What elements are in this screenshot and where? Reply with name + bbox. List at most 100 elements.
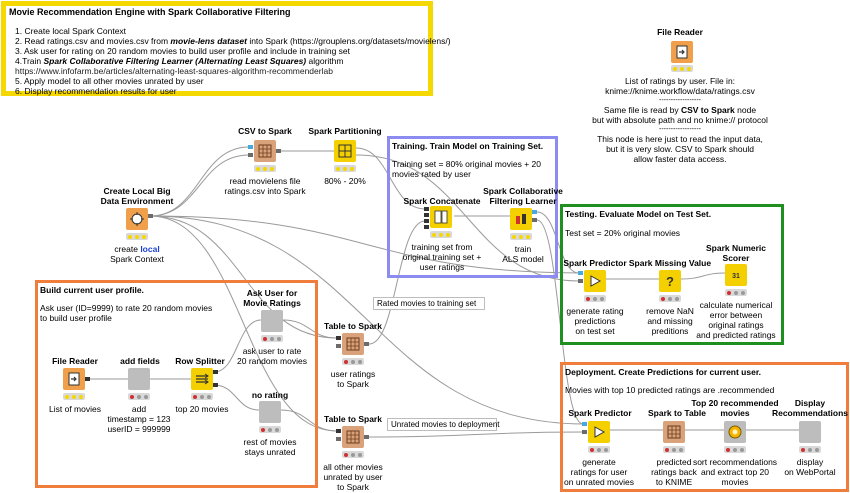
cf-learner-node[interactable]: [510, 208, 532, 230]
training-text-2: movies rated by user: [392, 169, 471, 179]
spark-partitioning-node[interactable]: [334, 140, 356, 162]
predictor-deploy-desc-2: ratings for user: [570, 467, 628, 477]
add-fields-status: [128, 393, 150, 400]
add-fields-node[interactable]: [128, 368, 150, 390]
csv-to-spark-outport[interactable]: [276, 149, 281, 153]
spark-table-icon: [258, 144, 272, 158]
numeric-scorer-title-1: Spark Numeric: [706, 243, 766, 253]
add-fields-desc-2: timestamp = 123: [107, 414, 171, 424]
info-line-1: List of ratings by user. File in:: [624, 76, 736, 86]
file-reader-outport[interactable]: [85, 377, 90, 381]
table-to-spark-2-outport[interactable]: [364, 435, 369, 439]
step-4-link[interactable]: https://www.infofarm.be/articles/alterna…: [15, 66, 333, 76]
table-to-spark-2-status: [342, 451, 364, 458]
rated-movies-label: Rated movies to training set: [373, 297, 485, 310]
spark-partitioning-desc: 80% - 20%: [324, 176, 366, 186]
deployment-annotation: Deployment. Create Predictions for curre…: [560, 362, 849, 492]
cf-learner-desc-1: train: [514, 244, 532, 254]
spark-to-table-node[interactable]: [663, 421, 685, 443]
spark-partitioning-status: [334, 165, 356, 172]
spark-to-table-status: [663, 446, 685, 453]
table-to-spark-1-desc-2: to Spark: [337, 379, 369, 389]
step-5: 5. Apply model to all other movies unrat…: [15, 76, 204, 86]
step-3: 3. Ask user for rating on 20 random movi…: [15, 46, 350, 56]
predictor-deploy-inport-2[interactable]: [582, 430, 587, 434]
spark-table-icon: [346, 337, 360, 351]
predictor-test-inport-2[interactable]: [578, 279, 583, 283]
cf-learner-title-2: Filtering Learner: [489, 196, 557, 206]
cf-learner-outport-2[interactable]: [532, 218, 537, 222]
table-to-spark-1-status: [342, 358, 364, 365]
create-context-title-2: Data Environment: [100, 196, 174, 206]
cf-learner-desc-2: ALS model: [502, 254, 544, 264]
ask-user-node[interactable]: [261, 310, 283, 332]
top20-node[interactable]: [724, 421, 746, 443]
table-to-spark-2-title: Table to Spark: [324, 414, 382, 424]
csv-to-spark-inport[interactable]: [248, 145, 253, 149]
row-splitter-desc: top 20 movies: [175, 404, 229, 414]
spark-concatenate-node[interactable]: [430, 206, 452, 228]
connection-wire: [355, 147, 426, 210]
missing-value-node[interactable]: ?: [659, 270, 681, 292]
row-splitter-title: Row Splitter: [175, 356, 225, 366]
missing-value-title: Spark Missing Value: [628, 258, 712, 268]
table-to-spark-1-node[interactable]: [342, 333, 364, 355]
display-status: [799, 446, 821, 453]
create-context-status: [126, 233, 148, 240]
info-line-4: but with absolute path and no knime:// p…: [592, 115, 768, 125]
csv-to-spark-title: CSV to Spark: [238, 126, 292, 136]
header-annotation: Movie Recommendation Engine with Spark C…: [1, 1, 451, 96]
partition-icon: [338, 144, 352, 158]
connection-wire: [149, 146, 250, 217]
table-to-spark-1-title: Table to Spark: [324, 321, 382, 331]
create-context-outport[interactable]: [148, 214, 153, 218]
row-splitter-outport-2[interactable]: [213, 383, 218, 387]
file-reader-node[interactable]: [63, 368, 85, 390]
top20-desc-3: movies: [721, 477, 749, 487]
display-desc-2: on WebPortal: [784, 467, 836, 477]
add-fields-desc-3: userID = 999999: [107, 424, 171, 434]
ask-user-desc-1: ask user to rate: [242, 346, 302, 356]
table-to-spark-2-node[interactable]: [342, 426, 364, 448]
concat-inport-2[interactable]: [424, 213, 429, 217]
cf-learner-outport-1[interactable]: [532, 210, 537, 214]
create-context-node[interactable]: [126, 208, 148, 230]
info-line-3: Same file is read by CSV to Spark node: [603, 105, 757, 115]
connection-wire: [149, 215, 584, 274]
concat-inport-1[interactable]: [424, 207, 429, 211]
table-to-spark-2-inport-2[interactable]: [336, 437, 341, 441]
concat-inport-3[interactable]: [424, 219, 429, 223]
file-reader-icon: [68, 372, 80, 386]
table-to-spark-1-inport-1[interactable]: [336, 336, 341, 340]
csv-to-spark-status: [254, 165, 276, 172]
display-node[interactable]: [799, 421, 821, 443]
no-rating-status: [259, 426, 281, 433]
missing-value-desc-1: remove NaN: [646, 306, 694, 316]
connection-wire: [149, 215, 586, 425]
build-title: Build current user profile.: [40, 285, 144, 295]
numeric-scorer-node[interactable]: 31: [725, 264, 747, 286]
top20-desc-2: and extract top 20: [700, 467, 770, 477]
info-file-reader-node[interactable]: [671, 41, 693, 63]
concat-inport-4[interactable]: [424, 225, 429, 229]
numeric-scorer-desc-3: original ratings: [708, 320, 764, 330]
row-splitter-outport-1[interactable]: [213, 370, 218, 374]
top20-icon: [728, 425, 742, 439]
display-title-1: Display: [794, 398, 826, 408]
row-splitter-node[interactable]: [191, 368, 213, 390]
predictor-deploy-inport-1[interactable]: [582, 422, 587, 426]
predictor-deploy-node[interactable]: [588, 421, 610, 443]
predictor-test-desc-2: predictions: [574, 316, 616, 326]
csv-to-spark-desc-1: read movielens file: [229, 176, 301, 186]
csv-to-spark-inport-2[interactable]: [248, 153, 253, 157]
table-to-spark-2-inport-1[interactable]: [336, 429, 341, 433]
table-to-spark-1-outport[interactable]: [364, 342, 369, 346]
predictor-test-inport-1[interactable]: [578, 271, 583, 275]
csv-to-spark-node[interactable]: [254, 140, 276, 162]
display-desc-1: display: [796, 457, 824, 467]
table-to-spark-1-inport-2[interactable]: [336, 344, 341, 348]
predictor-test-node[interactable]: [584, 270, 606, 292]
missing-value-desc-3: preditions: [651, 326, 689, 336]
no-rating-node[interactable]: [259, 401, 281, 423]
